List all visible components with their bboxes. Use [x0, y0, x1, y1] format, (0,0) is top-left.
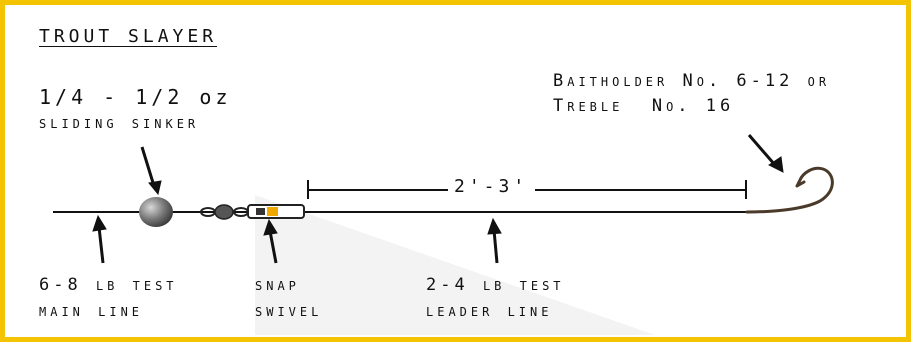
snap-swivel-icon [200, 204, 305, 220]
leader-line-test-label: 2-4 lb test [426, 275, 565, 295]
sinker-weight-label: 1/4 - 1/2 oz [39, 85, 232, 109]
main-line-test-label: 6-8 lb test [39, 275, 178, 295]
rig-illustration [53, 134, 834, 335]
main-line-name-label: main line [39, 301, 144, 321]
leader-length-dimension [307, 180, 747, 199]
diagram-title: TROUT SLAYER [39, 26, 218, 47]
leader-length-label: 2'-3' [454, 176, 529, 197]
hook-spec-line2: Treble No. 16 [553, 96, 735, 116]
snap-label: snap [255, 275, 300, 295]
hook-icon [745, 166, 834, 214]
leader-line-name-label: leader line [426, 301, 553, 321]
sinker-name-label: sliding sinker [39, 113, 200, 133]
sliding-sinker-icon [139, 197, 173, 227]
hook-spec-line1: Baitholder No. 6-12 or [553, 71, 831, 91]
pointer-arrows [92, 134, 784, 264]
watermark-shape [255, 195, 655, 335]
swivel-label: swivel [255, 301, 323, 321]
